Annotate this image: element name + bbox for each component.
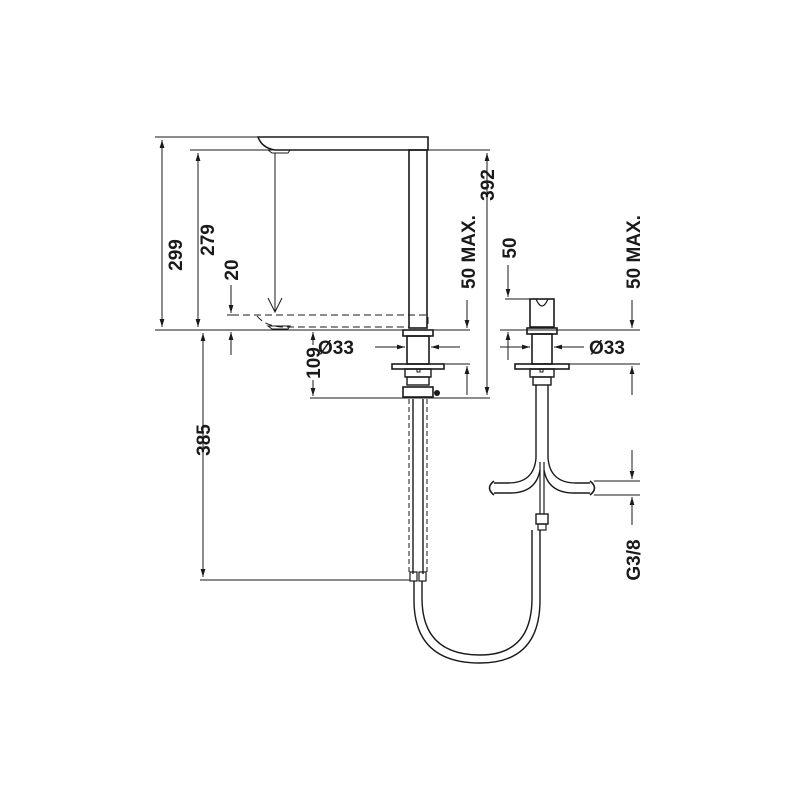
label-50-right: 50 xyxy=(500,237,521,258)
label-g3-8: G3/8 xyxy=(624,539,645,580)
dimension-lines xyxy=(155,136,640,581)
mixer-handle-view xyxy=(488,298,596,531)
dimension-labels: 299 279 20 385 109 Ø33 50 MAX. 392 50 Ø3… xyxy=(166,169,645,580)
label-50-max-left: 50 MAX. xyxy=(459,215,480,289)
label-109: 109 xyxy=(304,347,325,379)
label-diameter-right: Ø33 xyxy=(589,338,625,359)
label-50-max-right: 50 MAX. xyxy=(624,215,645,289)
label-299: 299 xyxy=(166,239,187,271)
label-279: 279 xyxy=(198,224,219,256)
label-20: 20 xyxy=(222,259,243,280)
label-385: 385 xyxy=(194,424,215,456)
label-392: 392 xyxy=(478,169,499,201)
label-diameter-left: Ø33 xyxy=(318,338,354,359)
faucet-side-view xyxy=(232,136,541,664)
